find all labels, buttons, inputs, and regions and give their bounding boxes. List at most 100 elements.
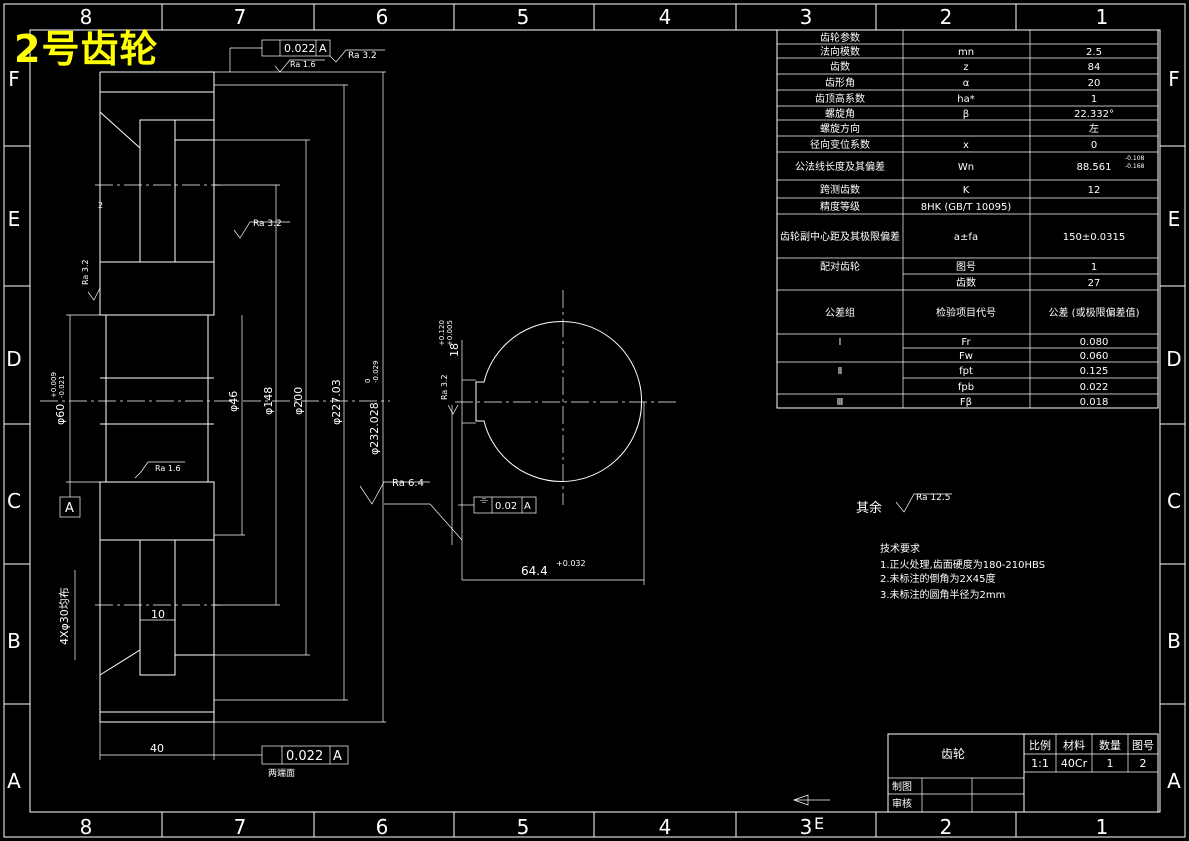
row-label-left: C <box>7 489 21 513</box>
param-cell: 88.561 <box>1077 162 1112 173</box>
col-label-top: 1 <box>1096 5 1109 29</box>
param-cell: 齿轮参数 <box>820 31 860 44</box>
col-label-top: 6 <box>376 5 389 29</box>
row-label-left: A <box>7 769 21 793</box>
keyway-rough: Ra 3.2 <box>440 374 449 400</box>
param-cell: Ⅲ <box>837 397 844 408</box>
keyway-depth: 64.4 <box>521 564 548 578</box>
row-label-left: E <box>8 207 21 231</box>
row-label-right: D <box>1166 347 1181 371</box>
title-block: 齿轮 比例 材料 数量 图号 1:1 40Cr 1 2 制图 审核 <box>887 733 1159 813</box>
end-face-note: 两端面 <box>268 767 295 779</box>
tech-req-title: 技术要求 <box>880 542 920 555</box>
param-cell: fpb <box>958 382 974 393</box>
keyway-circle <box>475 321 643 482</box>
param-cell: x <box>963 140 969 151</box>
dim-bore-tol-up: +0.009 <box>50 372 58 398</box>
col-label-bottom: 3 <box>800 815 813 839</box>
dim-small: 2 <box>98 201 103 210</box>
param-cell: Fr <box>961 337 971 348</box>
tech-req-line: 1.正火处理,齿面硬度为180-210HBS <box>880 558 1045 571</box>
tol-top-datum: A <box>319 42 327 55</box>
tol-bottom-datum: A <box>333 749 342 764</box>
param-cell: Ⅱ <box>838 366 843 377</box>
keyway-depth-tol: +0.032 <box>556 559 586 568</box>
param-cell: 84 <box>1088 62 1101 73</box>
keyway-sym-tol: 0.02 <box>495 501 517 512</box>
title-block-name: 齿轮 <box>941 747 965 761</box>
dim-d232-tol-dn: -0.029 <box>372 360 380 383</box>
rough-web: Ra 1.6 <box>155 464 181 473</box>
param-cell: 0.022 <box>1080 382 1109 393</box>
param-cell: 跨测齿数 <box>820 183 860 196</box>
rough-top-right: Ra 3.2 <box>348 51 377 61</box>
tech-req-line: 2.未标注的倒角为2X45度 <box>880 572 995 585</box>
param-cell: 齿数 <box>956 276 976 289</box>
tb-header: 材料 <box>1063 738 1085 752</box>
dim-d232: φ232.028 <box>368 402 381 455</box>
param-cell: z <box>963 62 968 73</box>
param-cell: 配对齿轮 <box>820 260 860 273</box>
row-label-left: F <box>8 67 20 91</box>
row-label-right: C <box>1167 489 1181 513</box>
col-label-bottom: 8 <box>80 815 93 839</box>
param-cell: 150±0.0315 <box>1063 232 1125 243</box>
dim-holes: 4Xφ30均布 <box>58 587 71 645</box>
tech-req-line: 3.未标注的圆角半径为2mm <box>880 588 1005 601</box>
inner-frame <box>29 29 1161 813</box>
tol-top-value: 0.022 <box>284 42 316 55</box>
param-cell: fpt <box>959 366 973 377</box>
col-label-bottom: 4 <box>659 815 672 839</box>
dim-bore-tol-dn: -0.021 <box>58 375 66 398</box>
param-cell: 法向模数 <box>820 45 860 58</box>
col-label-top: 5 <box>517 5 530 29</box>
bottom-hub-hatch <box>99 481 215 541</box>
param-cell: 1 <box>1091 262 1097 273</box>
row-label-left: B <box>7 629 21 653</box>
param-cell: 0 <box>1091 140 1097 151</box>
rough-hub: Ra 3.2 <box>253 219 282 229</box>
param-cell: α <box>963 78 970 89</box>
param-cell: mn <box>958 47 974 58</box>
param-cell: a±fa <box>954 232 978 243</box>
bottom-marker: E <box>814 814 824 833</box>
col-label-bottom: 2 <box>940 815 953 839</box>
param-cell: 27 <box>1088 278 1101 289</box>
tb-header: 比例 <box>1029 738 1051 752</box>
dim-d148: φ148 <box>262 387 275 415</box>
row-label-right: B <box>1167 629 1181 653</box>
keyway-tol-up: +0.120 <box>438 320 446 346</box>
dim-d232-tol-up: 0 <box>364 379 372 383</box>
param-cell: 0.060 <box>1080 351 1109 362</box>
tb-value: 2 <box>1140 757 1147 770</box>
dim-d227: φ227.03 <box>330 379 343 425</box>
keyway-width: 18 <box>448 343 461 357</box>
param-cell: 图号 <box>956 261 976 273</box>
keyway-view: ⌯ 0.02 A 18 +0.120 +0.005 Ra 3.2 64.4 +0… <box>438 290 680 585</box>
param-cell: 精度等级 <box>820 200 860 213</box>
param-cell: 螺旋方向 <box>820 122 860 135</box>
dim-bore: φ60 <box>54 404 67 425</box>
rough-main: Ra 6.4 <box>392 478 424 489</box>
param-cell: Fw <box>959 351 973 362</box>
dim-d200: φ200 <box>292 387 305 415</box>
param-cell: 8HK (GB/T 10095) <box>921 202 1012 213</box>
zone-ticks <box>4 4 1185 837</box>
param-cell: 公法线长度及其偏差 <box>795 160 885 173</box>
row-label-right: F <box>1168 67 1180 91</box>
col-label-top: 7 <box>234 5 247 29</box>
col-label-bottom: 1 <box>1096 815 1109 839</box>
remaining-rough-value: Ra 12.5 <box>916 493 950 503</box>
tb-checked: 审核 <box>892 797 912 810</box>
param-cell: 齿轮副中心距及其极限偏差 <box>780 230 900 243</box>
param-cell: 22.332° <box>1074 109 1114 120</box>
col-label-bottom: 5 <box>517 815 530 839</box>
direction-arrow-icon <box>792 794 830 806</box>
param-cell: 公差组 <box>825 306 855 319</box>
dim-ten: 10 <box>151 608 165 621</box>
param-cell: 1 <box>1091 94 1097 105</box>
tb-value: 40Cr <box>1061 757 1088 770</box>
bottom-rim-hatch <box>99 649 215 713</box>
param-cell: 2.5 <box>1086 47 1102 58</box>
